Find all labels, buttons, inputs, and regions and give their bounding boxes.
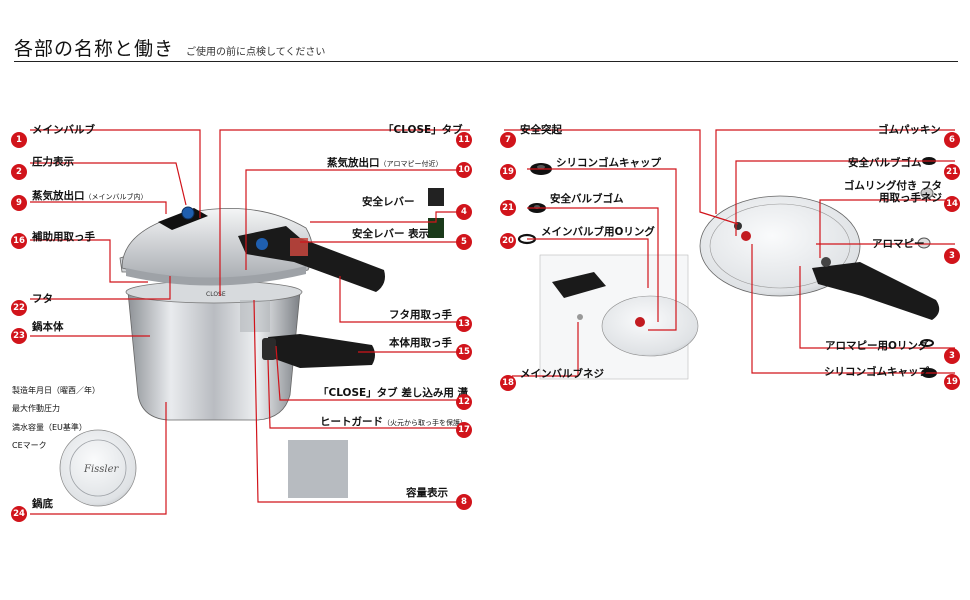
- page-subtitle: ご使用の前に点検してください: [186, 47, 326, 58]
- lever-indicator-thumb: [428, 218, 444, 238]
- label-lid-handle-screw: ゴムリング付き フタ用取っ手ネジ: [843, 180, 942, 204]
- pressure-cooker-illustration: CLOSE: [119, 206, 385, 421]
- label-lid: フタ: [32, 293, 53, 305]
- badge-21a: 21: [500, 200, 516, 216]
- label-main-valve-oring: メインバルブ用Oリング: [541, 226, 655, 238]
- main-valve: [158, 208, 208, 230]
- body-handle: [268, 334, 375, 368]
- header-rule: [14, 61, 958, 62]
- label-safety-valve-rubber-b: 安全バルブゴム: [848, 157, 922, 169]
- part-icons: [517, 157, 937, 378]
- label-safety-protrusion: 安全突起: [520, 124, 562, 136]
- label-aux-handle: 補助用取っ手: [32, 231, 95, 243]
- badge-10: 10: [456, 162, 472, 178]
- badge-17: 17: [456, 422, 472, 438]
- badge-16: 16: [11, 233, 27, 249]
- label-heat-guard: ヒートガード（火元から取っ手を保護）: [320, 416, 467, 428]
- label-safety-lever: 安全レバー: [362, 196, 415, 208]
- lever-thumb: [428, 188, 444, 206]
- badge-8: 8: [456, 494, 472, 510]
- badge-6: 6: [944, 132, 960, 148]
- label-aroma-valve: アロマピー: [872, 238, 925, 250]
- badge-15: 15: [456, 344, 472, 360]
- badge-5: 5: [456, 234, 472, 250]
- base-mark-pressure: 最大作動圧力: [12, 404, 60, 413]
- badge-12: 12: [456, 394, 472, 410]
- badge-20: 20: [500, 233, 516, 249]
- badge-3a: 3: [944, 248, 960, 264]
- svg-text:Fissler: Fissler: [83, 464, 120, 475]
- label-close-tab: 「CLOSE」タブ: [383, 124, 463, 136]
- label-rubber-gasket: ゴムパッキン: [878, 124, 941, 136]
- label-safety-lever-indicator: 安全レバー 表示: [352, 228, 430, 240]
- label-body-handle: 本体用取っ手: [389, 337, 452, 349]
- label-pot-body: 鍋本体: [32, 321, 64, 333]
- label-pot-base: 鍋底: [32, 498, 53, 510]
- base-mark-ce: CEマーク: [12, 441, 47, 450]
- badge-4: 4: [456, 204, 472, 220]
- badge-22: 22: [11, 300, 27, 316]
- base-inset: Fissler: [59, 429, 137, 507]
- label-close-tab-groove: 「CLOSE」タブ 差し込み用 溝: [318, 387, 468, 399]
- capacity-inset: [288, 440, 348, 498]
- badge-3b: 3: [944, 348, 960, 364]
- heat-guard: [262, 338, 276, 360]
- badge-24: 24: [11, 506, 27, 522]
- safety-lever: [290, 238, 308, 256]
- label-pressure-indicator: 圧力表示: [32, 156, 74, 168]
- badge-7: 7: [500, 132, 516, 148]
- base-mark-capacity: 満水容量（EU基準）: [12, 423, 87, 432]
- label-aroma-valve-oring: アロマピー用Oリング: [825, 340, 929, 352]
- label-main-valve-screw: メインバルブネジ: [520, 368, 604, 380]
- label-capacity-marks: 容量表示: [406, 487, 448, 499]
- label-safety-valve-rubber-a: 安全バルブゴム: [550, 193, 624, 205]
- lid-handle: [238, 226, 385, 292]
- label-steam-vent-aroma: 蒸気放出口（アロマピー付近）: [327, 157, 443, 169]
- badge-2: 2: [11, 164, 27, 180]
- label-main-valve: メインバルブ: [32, 124, 95, 136]
- leader-lines: [30, 129, 955, 515]
- label-steam-vent: 蒸気放出口（メインバルブ内）: [32, 190, 148, 202]
- page-title: 各部の名称と働き: [14, 38, 175, 60]
- badge-23: 23: [11, 328, 27, 344]
- badge-14: 14: [944, 196, 960, 212]
- base-mark-date: 製造年月日（曜酉／年）: [12, 386, 100, 395]
- label-silicone-cap-a: シリコンゴムキャップ: [556, 157, 661, 169]
- badge-13: 13: [456, 316, 472, 332]
- badge-11: 11: [456, 132, 472, 148]
- pressure-indicator: [181, 206, 195, 220]
- badge-19a: 19: [500, 164, 516, 180]
- label-lid-handle: フタ用取っ手: [389, 309, 452, 321]
- label-silicone-cap-b: シリコンゴムキャップ: [824, 366, 929, 378]
- badge-21b: 21: [944, 164, 960, 180]
- badge-1: 1: [11, 132, 27, 148]
- badge-19b: 19: [944, 374, 960, 390]
- close-mark: CLOSE: [206, 291, 226, 298]
- badge-9: 9: [11, 195, 27, 211]
- badge-18: 18: [500, 375, 516, 391]
- safety-lever-indicator: [256, 238, 268, 250]
- page-header: 各部の名称と働き ご使用の前に点検してください: [14, 34, 325, 61]
